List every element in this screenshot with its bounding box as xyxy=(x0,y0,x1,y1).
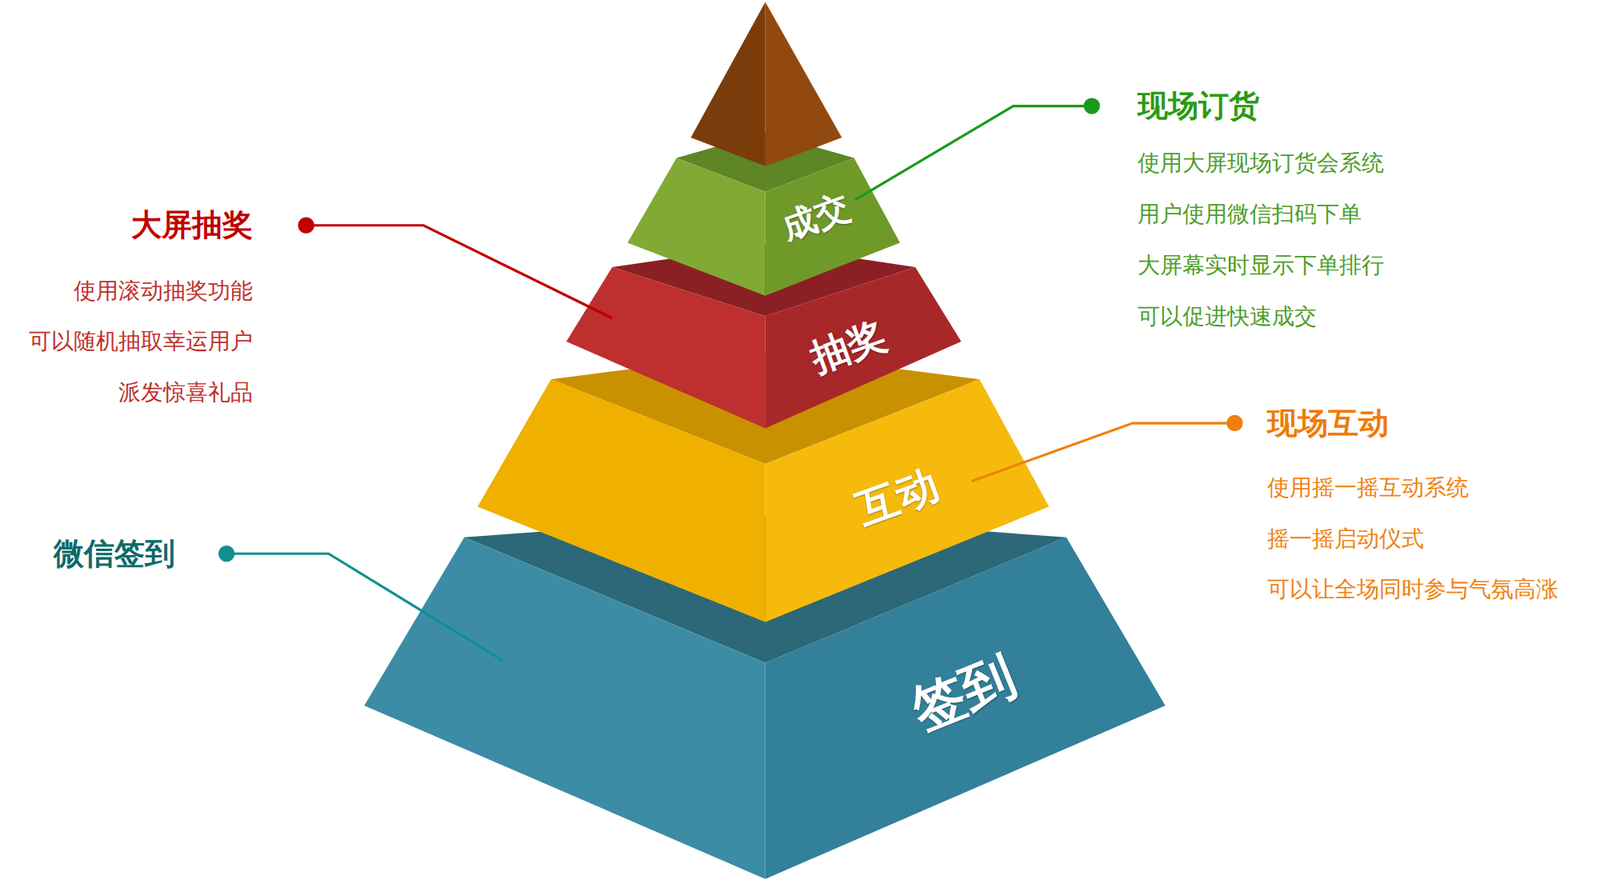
callout-heading: 现场互动 xyxy=(1267,405,1389,443)
leader-dot xyxy=(1226,415,1243,432)
band-right xyxy=(765,158,900,296)
band-left xyxy=(566,267,766,428)
leader-dot xyxy=(297,217,314,234)
callout-text: 用户使用微信扫码下单 xyxy=(1137,200,1362,228)
callout-text: 摇一摇启动仪式 xyxy=(1267,525,1424,553)
callout-text: 使用摇一摇互动系统 xyxy=(1267,474,1469,502)
leader-dot xyxy=(1084,97,1100,114)
callout-heading: 微信签到 xyxy=(53,536,176,573)
cone-right xyxy=(765,2,843,167)
callout-text: 使用大屏现场订货会系统 xyxy=(1137,149,1384,177)
band-left xyxy=(477,379,766,622)
callout-text: 可以让全场同时参与气氛高涨 xyxy=(1267,576,1559,604)
callout-text: 大屏幕实时显示下单排行 xyxy=(1137,252,1384,280)
callout-text: 可以随机抽取幸运用户 xyxy=(28,328,253,356)
callout-text: 使用滚动抽奖功能 xyxy=(73,277,253,305)
callout-heading: 大屏抽奖 xyxy=(131,207,253,244)
cone-left xyxy=(691,2,766,167)
leader-line xyxy=(855,106,1092,200)
band-left xyxy=(627,158,765,296)
leader-line xyxy=(971,423,1235,482)
band-right xyxy=(765,379,1050,622)
leader-dot xyxy=(218,545,235,562)
leader-line xyxy=(226,553,504,661)
callout-text: 派发惊喜礼品 xyxy=(118,379,253,407)
callout-text: 可以促进快速成交 xyxy=(1137,303,1317,331)
callout-heading: 现场订货 xyxy=(1137,88,1260,125)
band-right xyxy=(765,267,962,428)
leader-line xyxy=(306,225,613,319)
